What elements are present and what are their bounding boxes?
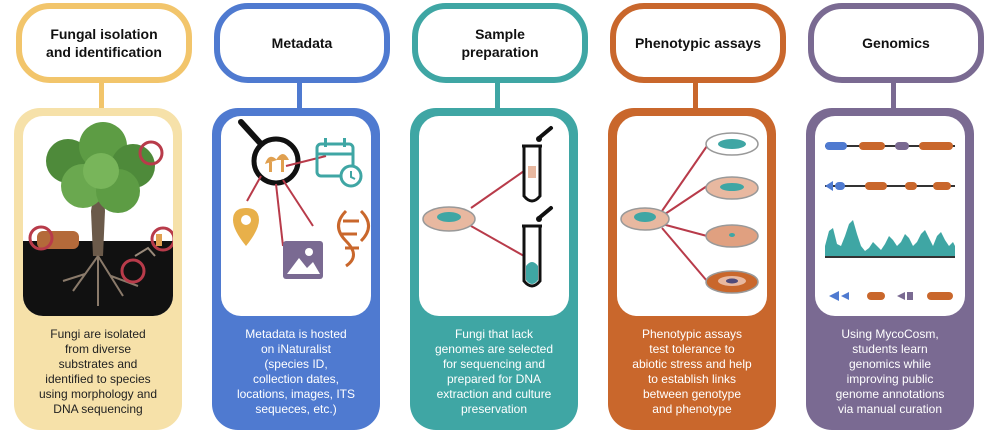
location-pin-icon [233,208,259,246]
panel-card: Fungi that lack genomes are selected for… [410,108,578,430]
gene-track-icon [825,142,955,150]
panel-card: Fungi are isolated from diverse substrat… [14,108,182,430]
petri-dish-icon [705,224,759,248]
panel-card: Metadata is hosted on iNaturalist (speci… [212,108,380,430]
illustration-area [419,116,569,316]
petri-dish-icon [705,270,759,294]
petri-dish-icon [705,176,759,200]
panel-metadata: Metadata [206,0,392,441]
coverage-plot-icon [825,220,955,258]
test-tube-icon [522,206,553,288]
calendar-icon [315,138,363,188]
panel-sample-preparation: Sample preparation [404,0,590,441]
illustration-area [221,116,371,316]
gene-track-icon [829,291,953,301]
gene-track-icon [825,181,955,191]
panel-title: Metadata [214,3,390,83]
tree-icon [23,122,173,316]
panel-description: Phenotypic assays test tolerance to abio… [632,327,752,416]
connector [297,80,302,112]
panel-title: Sample preparation [412,3,588,83]
panel-card: Using MycoCosm, students learn genomics … [806,108,974,430]
test-tube-icon [522,126,553,203]
panel-card: Phenotypic assays test tolerance to abio… [608,108,776,430]
image-icon [283,241,323,279]
connector [99,80,104,112]
illustration-area [815,116,965,316]
illustration-area [617,116,767,316]
panel-description: Fungi that lack genomes are selected for… [434,327,554,416]
panel-description: Metadata is hosted on iNaturalist (speci… [236,327,356,416]
petri-dish-icon [422,206,476,232]
panel-title: Phenotypic assays [610,3,786,83]
magnifier-icon [238,119,301,186]
connector [891,80,896,112]
panel-title: Genomics [808,3,984,83]
dna-icon [337,209,370,268]
illustration-area [23,116,173,316]
petri-dish-icon [705,132,759,156]
connector [693,80,698,112]
petri-dish-icon [620,207,670,231]
panel-fungal-isolation: Fungal isolation and identification [8,0,194,441]
connector [495,80,500,112]
panel-genomics: Genomics [800,0,986,441]
panel-phenotypic-assays: Phenotypic assays [602,0,788,441]
panel-description: Using MycoCosm, students learn genomics … [835,327,945,416]
panel-description: Fungi are isolated from diverse substrat… [38,327,158,416]
panel-title: Fungal isolation and identification [16,3,192,83]
